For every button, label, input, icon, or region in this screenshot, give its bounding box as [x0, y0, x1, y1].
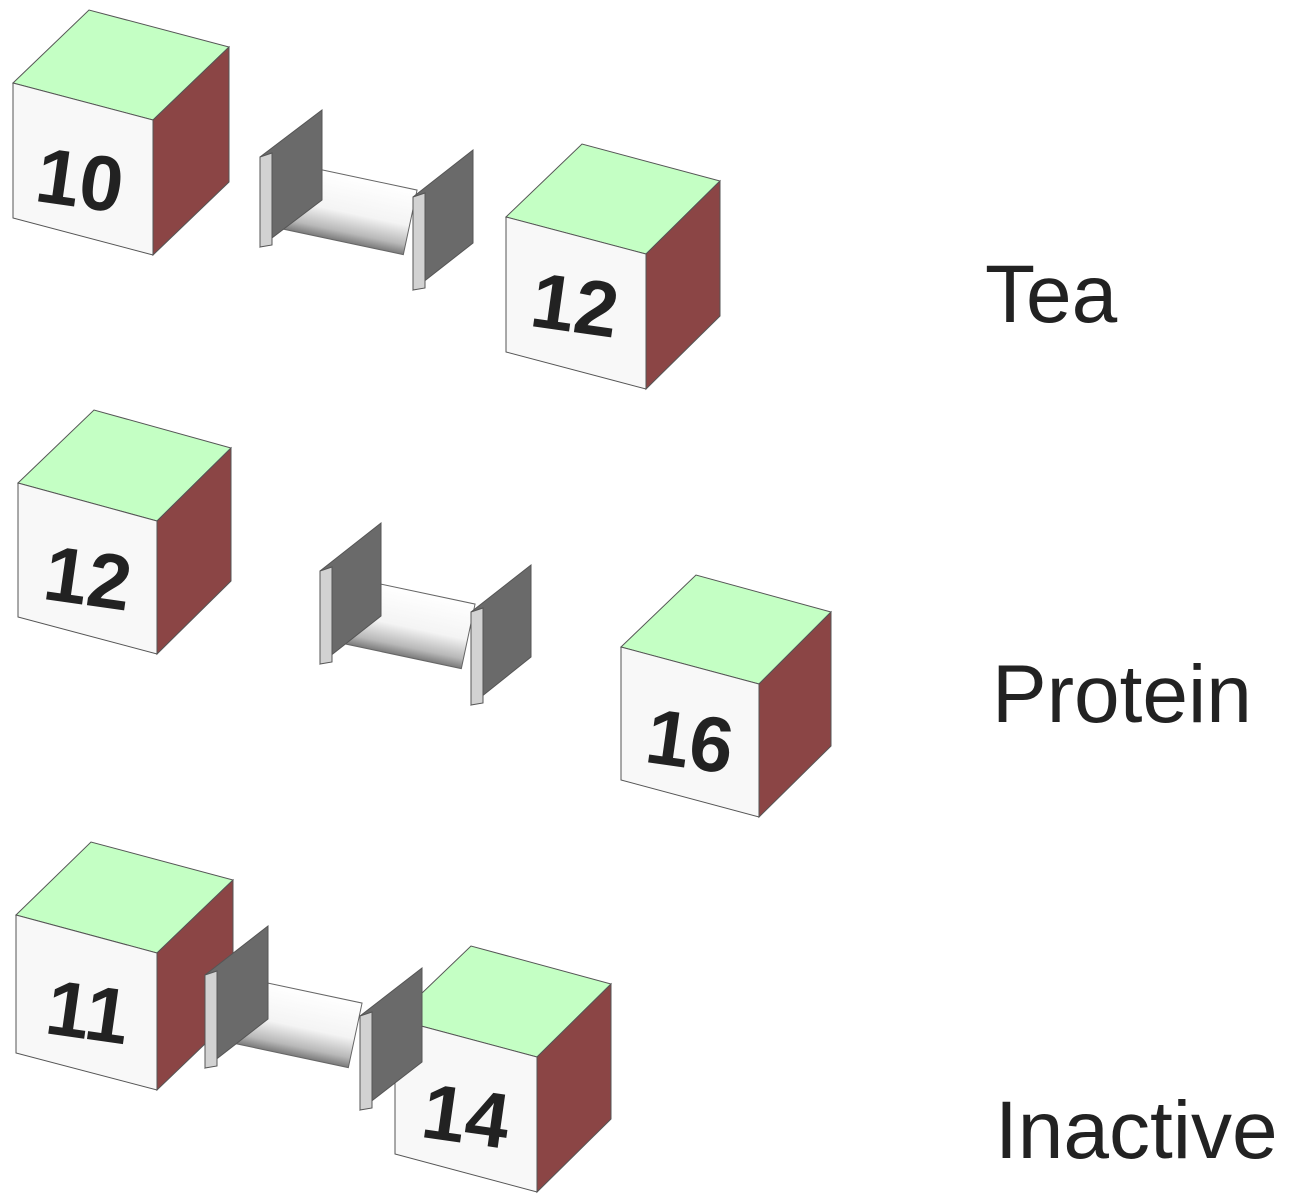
connector [319, 521, 532, 707]
cube-front-face [505, 216, 647, 390]
cube-front-face [394, 1018, 538, 1193]
connector-plate-left-face [319, 566, 333, 665]
cube-front-face [17, 482, 158, 655]
cube-10: 10 [12, 9, 230, 257]
row-label: Protein [992, 649, 1252, 740]
row-tea: 10 12 Tea [12, 9, 1118, 391]
connector-plate-right-face [412, 192, 426, 291]
cube-number: 12 [526, 255, 624, 354]
cube-11: 11 [15, 841, 234, 1092]
cube-number: 12 [39, 528, 137, 627]
row-label: Inactive [995, 1085, 1278, 1176]
cube-14: 14 [394, 945, 612, 1194]
cube-number: 10 [31, 130, 129, 229]
connector-plate-left-face [204, 970, 218, 1069]
cube-number: 11 [41, 963, 135, 1062]
cube-front-face [15, 914, 158, 1091]
row-protein: 12 16 Protein [17, 409, 1252, 819]
connector [204, 924, 423, 1112]
connector-plate-right-face [470, 607, 484, 706]
connector-plate-left-face [259, 152, 273, 248]
cube-12: 12 [505, 143, 721, 391]
cube-front-face [620, 646, 760, 818]
row-inactive: 11 14 Inactive [15, 841, 1278, 1194]
cube-12: 12 [17, 409, 232, 656]
row-label: Tea [985, 249, 1118, 340]
cube-number: 16 [641, 691, 739, 790]
connector-plate-right-face [359, 1011, 373, 1111]
cube-16: 16 [620, 574, 832, 819]
cube-number: 14 [417, 1066, 515, 1165]
cube-front-face [12, 82, 154, 256]
connector [259, 108, 474, 292]
